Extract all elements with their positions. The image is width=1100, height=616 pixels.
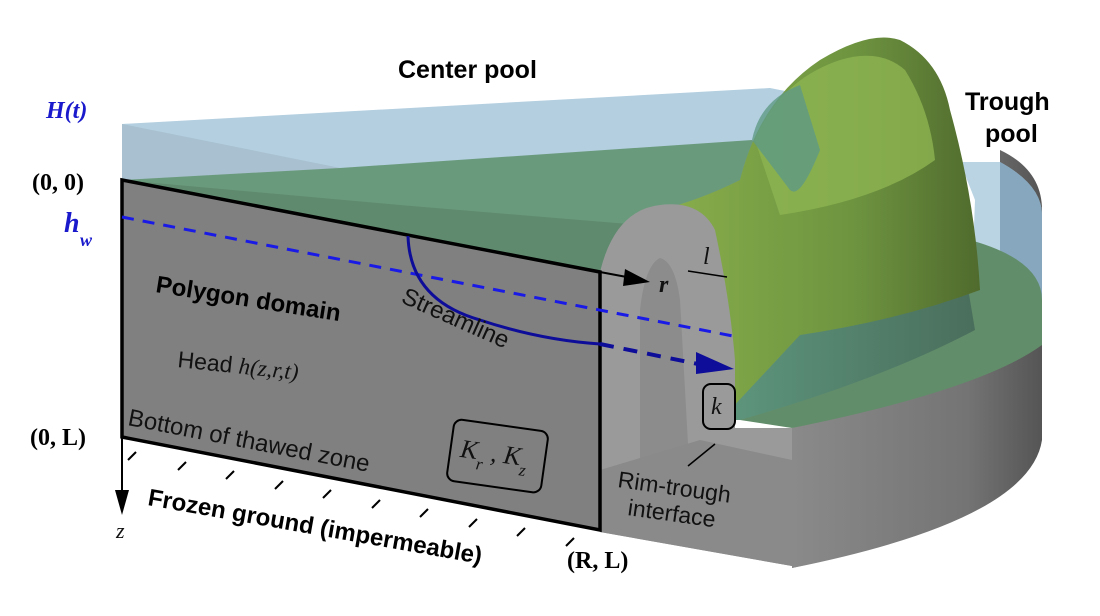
rim-core-section xyxy=(640,258,690,480)
h-w-subscript: w xyxy=(80,230,93,250)
center-pool-label: Center pool xyxy=(398,56,537,84)
z-axis-label: z xyxy=(115,518,125,543)
K-separator: , xyxy=(482,437,505,468)
streamline-arrowhead xyxy=(696,352,734,374)
head-label: Head h(z,r,t) xyxy=(176,346,299,385)
R-L-label: (R, L) xyxy=(567,548,628,574)
k-box xyxy=(702,383,736,430)
head-prefix: Head xyxy=(176,346,240,378)
frozen-ground-hatches xyxy=(127,451,575,547)
H-t-label: H(t) xyxy=(45,98,87,124)
h-w-label: h xyxy=(64,208,80,239)
z-axis-arrowhead xyxy=(115,490,129,515)
l-length-label: l xyxy=(703,244,710,270)
streamline-dashed xyxy=(599,342,699,366)
K-box-text: Kr , Kz xyxy=(457,434,530,480)
trough-pool-label-2: pool xyxy=(985,120,1038,148)
polygon-domain-face xyxy=(120,177,602,533)
center-pool-water-side xyxy=(122,124,380,180)
l-dimension-line xyxy=(687,270,728,278)
K-r-main: K xyxy=(458,434,482,466)
rim-lower-section xyxy=(600,440,792,566)
r-axis-label: r xyxy=(659,272,669,298)
zero-L-label: (0, L) xyxy=(30,425,86,451)
K-z-sub: z xyxy=(517,460,528,480)
origin-label: (0, 0) xyxy=(32,170,84,196)
outer-cylinder-side xyxy=(792,330,1042,568)
K-z-main: K xyxy=(501,440,525,472)
rim-trough-leader xyxy=(687,443,716,467)
k-box-text: k xyxy=(711,394,722,420)
r-axis-arrowhead xyxy=(623,269,650,286)
K-r-sub: r xyxy=(475,454,485,474)
head-expression: h(z,r,t) xyxy=(238,354,300,385)
K-box xyxy=(446,418,549,494)
trough-pool-water-side xyxy=(1000,162,1042,300)
ground-top-surface-shade xyxy=(122,180,640,272)
streamline-path xyxy=(406,235,601,346)
trough-pool-label-1: Trough xyxy=(965,88,1050,116)
rim-inner-slope xyxy=(752,85,820,192)
